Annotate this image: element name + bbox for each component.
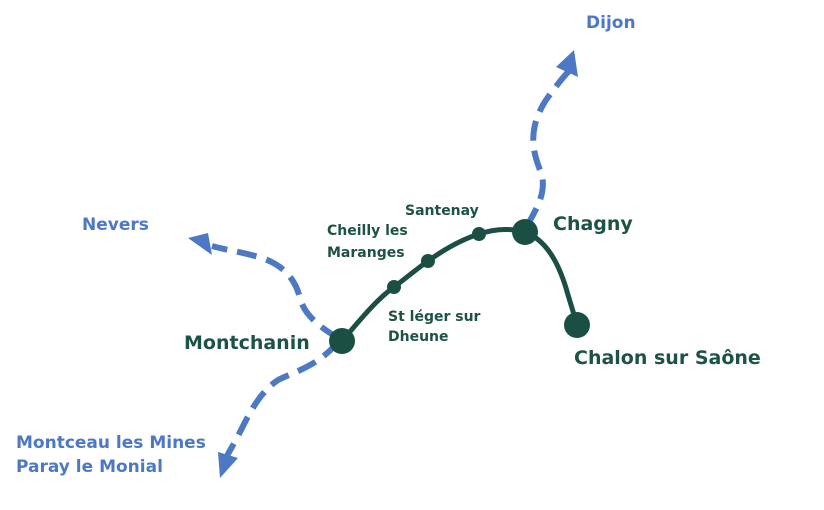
station-chagny-dot (512, 219, 538, 245)
station-chalon-dot (564, 312, 590, 338)
label-paray: Paray le Monial (16, 457, 163, 477)
branch-nevers (211, 243, 340, 341)
label-montchanin: Montchanin (184, 332, 310, 354)
label-chagny: Chagny (553, 213, 633, 235)
arrow-dijon-icon (556, 50, 578, 77)
label-st-leger-2: Dheune (388, 329, 449, 345)
station-montchanin-dot (329, 328, 355, 354)
label-santenay: Santenay (405, 203, 479, 219)
station-santenay-dot (472, 227, 486, 241)
branch-dijon (524, 67, 573, 228)
label-dijon: Dijon (586, 13, 636, 33)
station-st-leger-dot (387, 280, 401, 294)
label-st-leger-1: St léger sur (388, 309, 481, 325)
label-cheilly-1: Cheilly les (327, 223, 408, 239)
branch-montceau-paray (224, 340, 341, 458)
arrow-montceau-icon (218, 452, 238, 478)
label-nevers: Nevers (82, 215, 149, 235)
label-cheilly-2: Maranges (327, 245, 405, 261)
label-montceau: Montceau les Mines (16, 433, 206, 453)
station-cheilly-dot (421, 254, 435, 268)
label-chalon: Chalon sur Saône (574, 347, 761, 369)
arrow-nevers-icon (188, 233, 212, 255)
